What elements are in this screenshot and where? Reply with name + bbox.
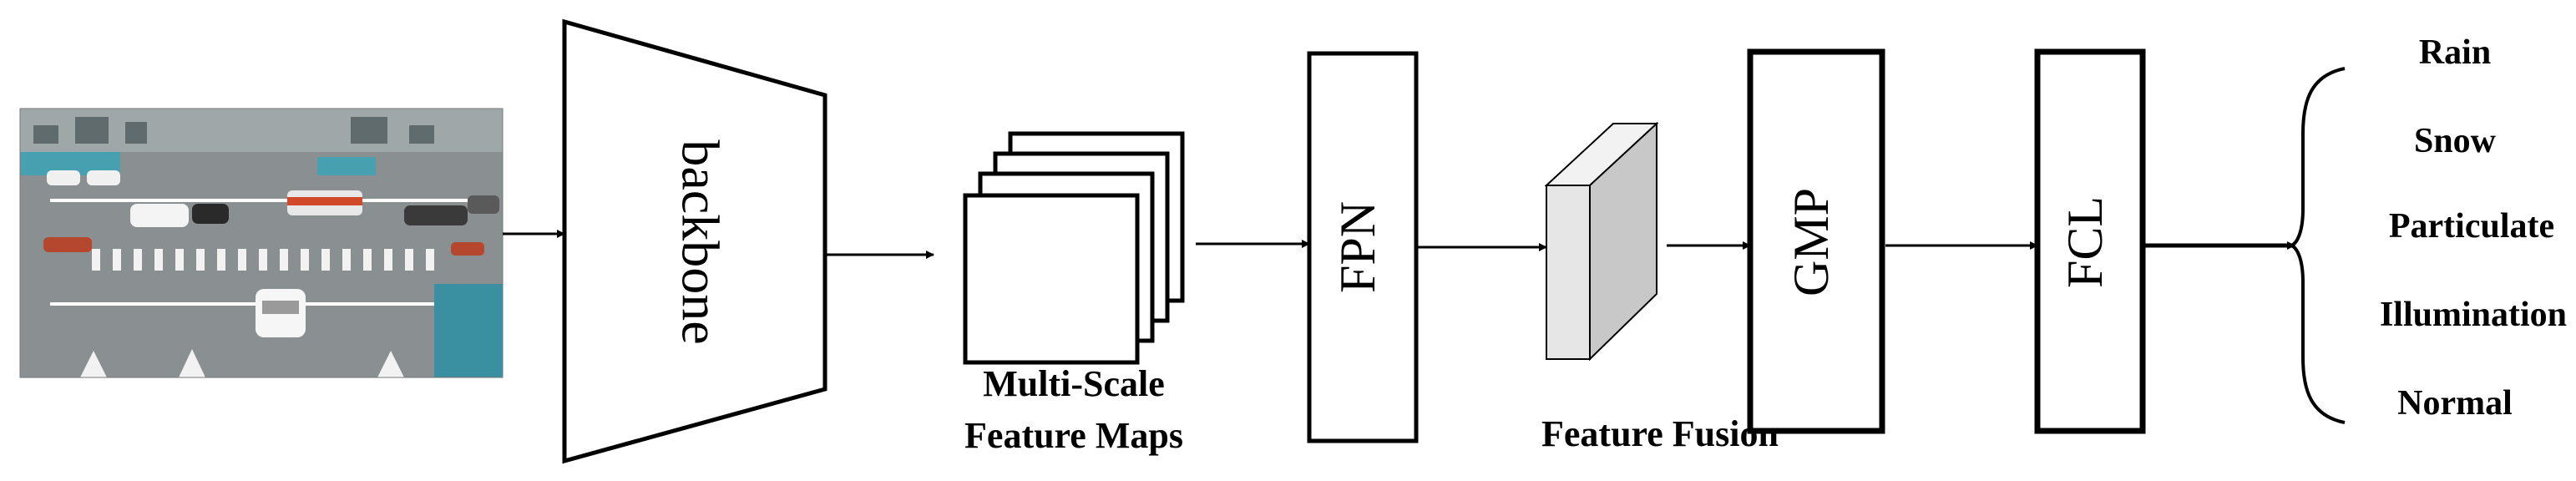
class-label-illumination: Illumination	[2380, 296, 2567, 334]
fcl-label: FCL	[2057, 196, 2113, 288]
class-brace	[2285, 67, 2346, 424]
fcl-block	[2034, 48, 2146, 434]
feature-fusion-label: Feature Fusion	[1541, 413, 1779, 454]
feature-maps-label-line1: Multi-Scale	[983, 363, 1165, 404]
class-label-snow: Snow	[2414, 122, 2497, 160]
feature-maps-label-line2: Feature Maps	[964, 415, 1183, 456]
input-traffic-image	[19, 108, 504, 378]
fpn-label: FPN	[1330, 201, 1385, 293]
class-label-particulate: Particulate	[2389, 207, 2554, 246]
multi-scale-feature-maps	[963, 131, 1185, 365]
cube-front-face	[1546, 185, 1591, 360]
class-label-normal: Normal	[2397, 384, 2513, 423]
class-label-rain: Rain	[2419, 33, 2491, 72]
feature-fusion-cube	[1544, 121, 1659, 362]
fpn-block	[1307, 51, 1419, 443]
gmp-block	[1747, 48, 1885, 434]
gmp-label: GMP	[1784, 188, 1839, 296]
backbone-label: backbone	[671, 139, 730, 344]
backbone-block	[562, 18, 827, 464]
